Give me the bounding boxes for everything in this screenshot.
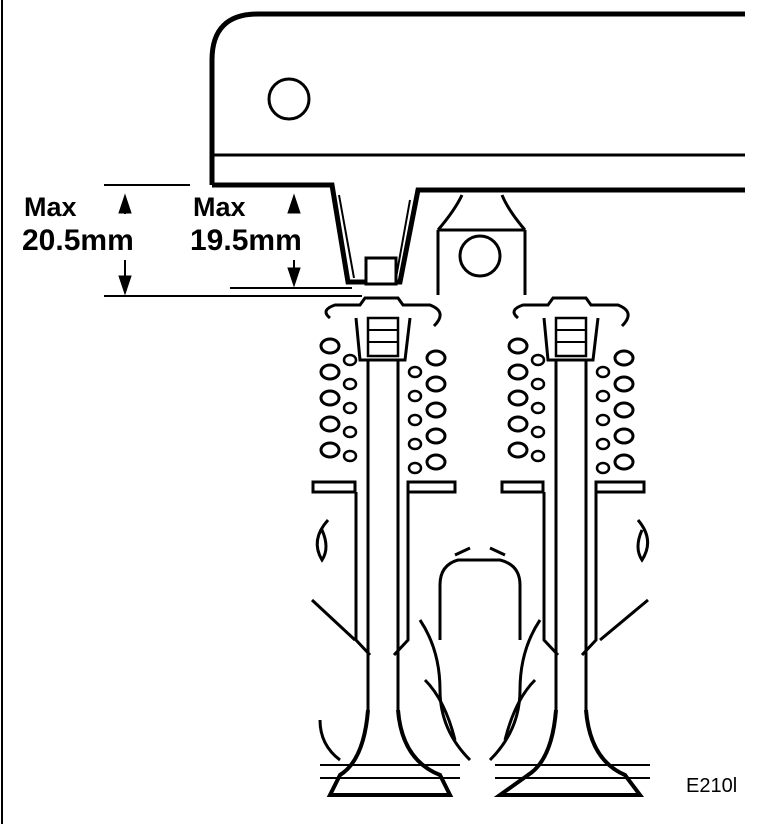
inner-dimension-value: 19.5mm (190, 224, 302, 257)
right-valve-inner-spring (530, 353, 611, 475)
tappet-shim (364, 256, 398, 286)
bolt-hole-upper (267, 77, 311, 121)
left-valve-inner-spring (342, 353, 423, 475)
center-boss (436, 194, 527, 295)
outer-dimension-value: 20.5mm (22, 224, 134, 257)
dimension-outer (104, 184, 362, 297)
dimension-inner (230, 193, 352, 289)
inner-dimension-max-label: Max (193, 192, 246, 222)
outer-dimension-max-label: Max (24, 192, 77, 222)
left-valve-assembly (310, 296, 460, 797)
figure-code: E210l (686, 775, 738, 797)
center-port (418, 546, 542, 762)
right-valve-assembly (493, 296, 650, 797)
bolt-hole-lower (458, 234, 502, 278)
